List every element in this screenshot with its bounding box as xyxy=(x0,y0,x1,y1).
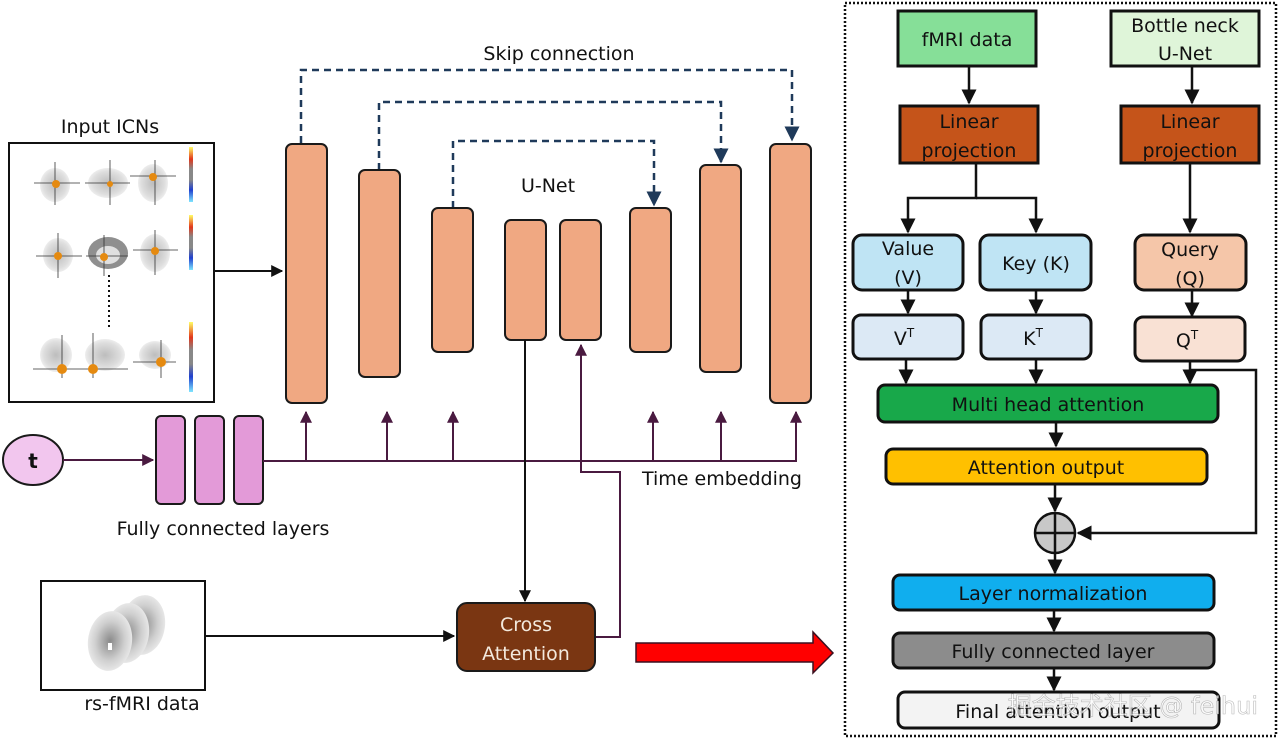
k-transpose-label: KT xyxy=(1023,326,1043,350)
skip-connections xyxy=(299,68,800,208)
final-attention-output-label: Final attention output xyxy=(955,701,1160,723)
key-block: Key (K) xyxy=(978,233,1093,292)
expand-arrow-icon xyxy=(635,630,835,675)
unet-block-8 xyxy=(769,143,812,404)
fmri-data-label: fMRI data xyxy=(922,29,1013,51)
skip-connection-inner xyxy=(451,139,662,208)
skip-connection-middle xyxy=(377,100,729,170)
k-transpose-base: K xyxy=(1023,328,1036,350)
value-label-line2: (V) xyxy=(894,267,922,289)
fc-layer-2 xyxy=(194,415,225,505)
linear-projection-left-line1: Linear xyxy=(939,111,998,133)
q-transpose-sup: T xyxy=(1190,328,1199,342)
v-transpose-sup: T xyxy=(906,326,915,340)
time-node: t xyxy=(2,434,64,486)
time-embedding-lines xyxy=(263,410,802,462)
query-label-line1: Query xyxy=(1161,239,1219,261)
unet-block-1 xyxy=(285,143,328,404)
residual-connection-arrow xyxy=(1076,368,1258,541)
bottleneck-label-line1: Bottle neck xyxy=(1131,15,1239,37)
rsfmri-image xyxy=(40,580,206,691)
q-transpose-base: Q xyxy=(1176,330,1191,352)
fc-layer-1 xyxy=(155,415,186,505)
fmri-data-block: fMRI data xyxy=(896,9,1038,68)
fc-layer-3 xyxy=(233,415,264,505)
input-icns-label: Input ICNs xyxy=(61,116,159,138)
linear-projection-right-line2: projection xyxy=(1143,140,1238,162)
v-transpose-label: VT xyxy=(894,326,915,350)
fully-connected-layer-block: Fully connected layer xyxy=(891,631,1216,670)
bottleneck-label-line2: U-Net xyxy=(1158,43,1212,65)
fully-connected-layer-label: Fully connected layer xyxy=(952,641,1155,663)
watermark: 掘金技术社区 @ feihui xyxy=(1008,692,1258,720)
add-node-icon xyxy=(1033,511,1077,555)
fc-layers-label: Fully connected layers xyxy=(117,518,330,540)
cross-attention-to-unet-arrow xyxy=(575,343,621,638)
linear-to-key-arrow xyxy=(976,196,1044,234)
cross-attention-detail-panel xyxy=(843,1,1278,738)
attention-output-label: Attention output xyxy=(968,457,1124,479)
unet-block-5 xyxy=(559,219,602,341)
cross-attention-block: Cross Attention xyxy=(456,602,596,672)
unet-block-6 xyxy=(629,207,672,353)
final-attention-output-block: Final attention output xyxy=(896,690,1221,730)
rsfmri-label: rs-fMRI data xyxy=(84,693,199,715)
v-transpose-base: V xyxy=(894,328,907,350)
linear-projection-right: Linear projection xyxy=(1119,104,1261,165)
k-transpose-block: KT xyxy=(979,313,1093,361)
bottleneck-unet-block: Bottle neck U-Net xyxy=(1109,9,1261,68)
linear-to-value-arrow xyxy=(900,163,978,234)
unet-block-3 xyxy=(431,207,474,353)
query-label-line2: (Q) xyxy=(1175,268,1205,290)
query-block: Query (Q) xyxy=(1133,233,1248,292)
layer-normalization-block: Layer normalization xyxy=(891,573,1216,612)
linear-projection-right-line1: Linear xyxy=(1160,111,1219,133)
skip-connection-outer xyxy=(299,68,800,143)
linear-projection-left-line2: projection xyxy=(922,140,1017,162)
input-icns-image xyxy=(8,142,215,403)
unet-block-4 xyxy=(504,219,547,341)
brain-slice-row-3 xyxy=(33,322,193,392)
value-block: Value (V) xyxy=(851,233,965,292)
unet-block-2 xyxy=(358,169,401,378)
q-transpose-block: QT xyxy=(1133,315,1247,363)
skip-connection-label: Skip connection xyxy=(483,43,634,65)
fc-layers xyxy=(155,415,264,505)
time-embedding-label: Time embedding xyxy=(641,468,802,490)
unet-block-7 xyxy=(699,164,742,373)
q-transpose-label: QT xyxy=(1176,328,1199,352)
unet-blocks xyxy=(285,143,812,404)
attention-output-block: Attention output xyxy=(884,447,1209,486)
k-transpose-sup: T xyxy=(1035,326,1044,340)
v-transpose-block: VT xyxy=(851,313,965,361)
value-label-line1: Value xyxy=(882,238,934,260)
cross-attention-label-line1: Cross xyxy=(500,614,552,636)
layer-normalization-label: Layer normalization xyxy=(959,583,1148,605)
brain-slice-row-1 xyxy=(34,147,193,205)
cross-attention-label-line2: Attention xyxy=(482,643,570,665)
linear-projection-left: Linear projection xyxy=(898,104,1040,165)
brain-slice-row-2 xyxy=(36,215,193,278)
multi-head-attention-block: Multi head attention xyxy=(876,383,1220,424)
time-node-label: t xyxy=(28,449,38,473)
key-label: Key (K) xyxy=(1002,253,1070,275)
unet-label: U-Net xyxy=(521,175,575,197)
multi-head-attention-label: Multi head attention xyxy=(952,394,1145,416)
